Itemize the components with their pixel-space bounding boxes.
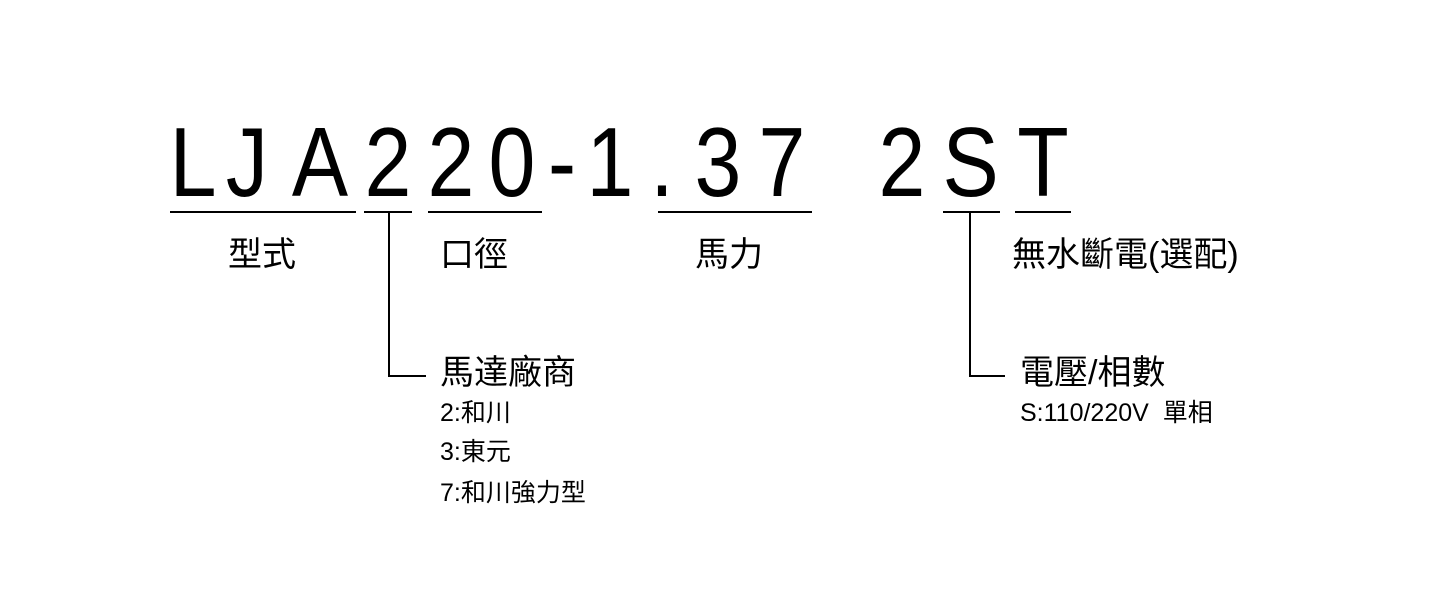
label-no-water-cutoff: 無水斷電(選配) bbox=[1012, 236, 1239, 274]
code-char: 0 bbox=[488, 107, 536, 217]
underline-type bbox=[170, 211, 356, 213]
code-char: 2 bbox=[364, 107, 412, 217]
motor-maker-option: 3:東元 bbox=[440, 438, 511, 466]
underline-horsepower bbox=[658, 211, 812, 213]
connector-voltage-vertical bbox=[969, 212, 971, 377]
code-char: S bbox=[942, 107, 999, 217]
connector-voltage-horizontal bbox=[969, 375, 1005, 377]
code-char: L bbox=[169, 107, 217, 217]
code-char: A bbox=[291, 107, 349, 217]
code-char: 2 bbox=[878, 107, 926, 217]
underline-diameter bbox=[428, 211, 542, 213]
code-char: . bbox=[650, 107, 674, 217]
motor-maker-option: 7:和川強力型 bbox=[440, 479, 586, 507]
code-char: 1 bbox=[586, 107, 634, 217]
connector-motor-maker-vertical bbox=[388, 212, 390, 377]
code-char: J bbox=[225, 107, 269, 217]
label-horsepower: 馬力 bbox=[695, 236, 763, 274]
motor-maker-title: 馬達廠商 bbox=[440, 354, 576, 392]
underline-voltage bbox=[943, 211, 1000, 213]
code-char: 7 bbox=[758, 107, 806, 217]
underline-cutoff bbox=[1015, 211, 1071, 213]
code-char: 2 bbox=[427, 107, 475, 217]
code-char: 3 bbox=[694, 107, 742, 217]
code-char: - bbox=[547, 107, 577, 217]
connector-motor-maker-horizontal bbox=[388, 375, 426, 377]
code-char: T bbox=[1017, 107, 1069, 217]
label-diameter: 口徑 bbox=[440, 236, 508, 274]
motor-maker-option: 2:和川 bbox=[440, 399, 511, 427]
voltage-phase-title: 電壓/相數 bbox=[1020, 354, 1166, 392]
label-type: 型式 bbox=[228, 236, 296, 274]
voltage-phase-option: S:110/220V 單相 bbox=[1020, 399, 1213, 427]
